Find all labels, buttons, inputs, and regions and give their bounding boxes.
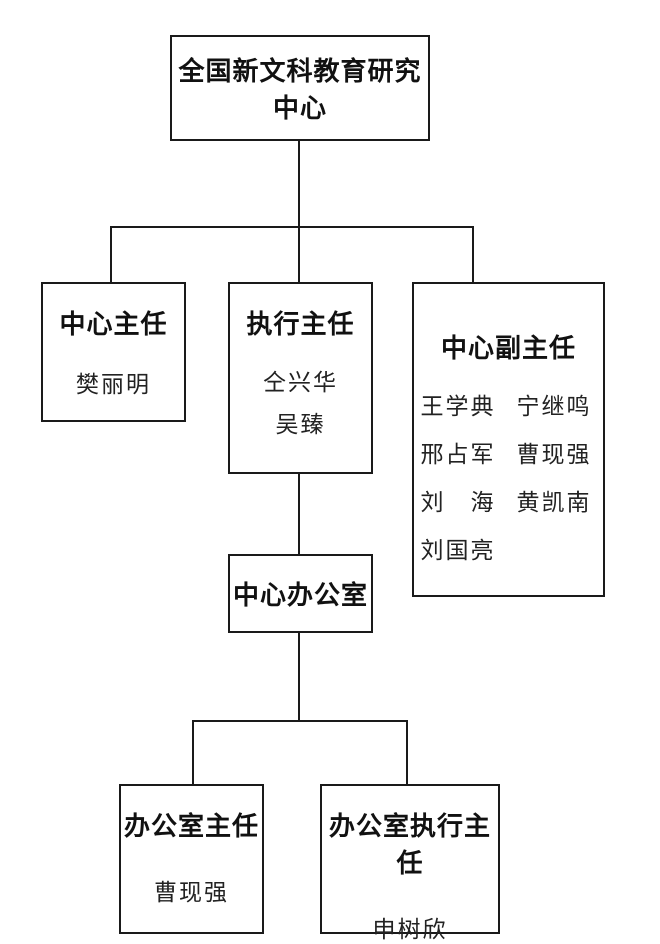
deputy-director-name: 邢占军 bbox=[420, 442, 496, 468]
director-box: 中心主任 樊丽明 bbox=[41, 282, 186, 422]
executive-director-title: 执行主任 bbox=[246, 310, 355, 340]
deputy-director-name: 刘国亮 bbox=[420, 538, 496, 564]
root-box: 全国新文科教育研究中心 bbox=[170, 35, 430, 141]
deputy-directors-title: 中心副主任 bbox=[440, 334, 576, 364]
root-title: 全国新文科教育研究中心 bbox=[178, 57, 422, 124]
executive-director-box: 执行主任 仝兴华 吴臻 bbox=[228, 282, 373, 474]
deputy-director-name: 宁继鸣 bbox=[516, 394, 592, 420]
deputy-director-name: 王学典 bbox=[420, 394, 496, 420]
office-executive-director-title: 办公室执行主任 bbox=[328, 812, 491, 879]
office-executive-director-name: 申树欣 bbox=[372, 917, 448, 943]
office-director-box: 办公室主任 曹现强 bbox=[119, 784, 264, 934]
connector-top-horizontal bbox=[110, 226, 474, 228]
connector-to-office-executive-director bbox=[406, 720, 408, 784]
office-director-title: 办公室主任 bbox=[123, 812, 259, 842]
connector-to-executive-director bbox=[298, 226, 300, 282]
deputy-directors-box: 中心副主任 王学典 宁继鸣 邢占军 曹现强 刘 海 黄凯南 刘国亮 bbox=[412, 282, 605, 597]
deputy-directors-names: 王学典 宁继鸣 邢占军 曹现强 刘 海 黄凯南 刘国亮 bbox=[414, 387, 603, 565]
office-executive-director-box: 办公室执行主任 申树欣 bbox=[320, 784, 500, 943]
executive-director-name-1: 仝兴华 bbox=[263, 370, 338, 396]
connector-root-down bbox=[298, 140, 300, 227]
office-box: 中心办公室 bbox=[228, 554, 373, 633]
connector-office-down bbox=[298, 632, 300, 721]
director-title: 中心主任 bbox=[59, 310, 168, 340]
office-title: 中心办公室 bbox=[232, 581, 368, 611]
deputy-director-name: 黄凯南 bbox=[516, 490, 592, 516]
connector-to-deputy-directors bbox=[472, 226, 474, 282]
director-name: 樊丽明 bbox=[76, 372, 151, 398]
executive-director-name-2: 吴臻 bbox=[275, 412, 326, 438]
deputy-director-name: 曹现强 bbox=[516, 442, 592, 468]
connector-to-office-director bbox=[192, 720, 194, 784]
deputy-director-name: 刘 海 bbox=[420, 490, 496, 516]
connector-executive-to-office bbox=[298, 473, 300, 555]
office-director-name: 曹现强 bbox=[154, 880, 229, 906]
connector-to-director bbox=[110, 226, 112, 282]
connector-bottom-horizontal bbox=[192, 720, 408, 722]
